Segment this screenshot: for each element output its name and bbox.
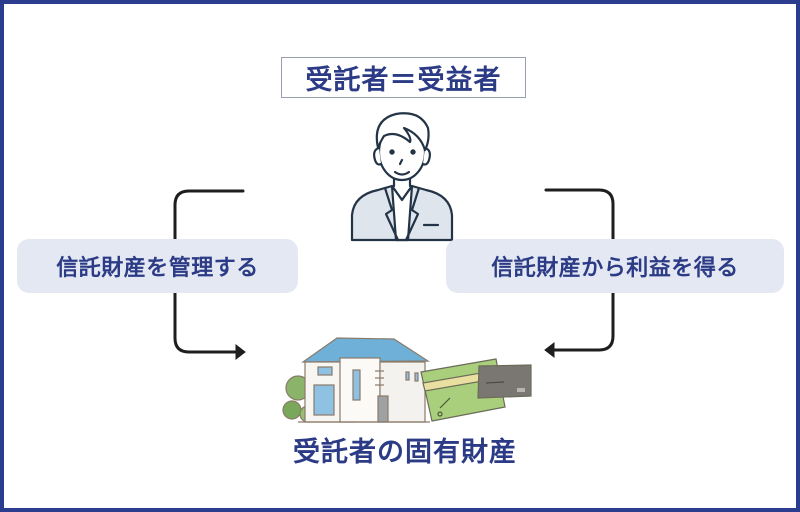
house-icon xyxy=(282,337,431,423)
title-box: 受託者＝受益者 xyxy=(281,57,526,98)
cards-icon xyxy=(420,358,532,422)
person-icon xyxy=(350,112,454,242)
title-text: 受託者＝受益者 xyxy=(305,65,502,96)
right-action-text: 信託財産から利益を得る xyxy=(491,256,739,281)
left-action-text: 信託財産を管理する xyxy=(56,256,259,281)
benefit-trust-property-label: 信託財産から利益を得る xyxy=(446,239,784,293)
manage-trust-property-label: 信託財産を管理する xyxy=(17,239,298,293)
own-property-label: 受託者の固有財産 xyxy=(293,437,517,468)
